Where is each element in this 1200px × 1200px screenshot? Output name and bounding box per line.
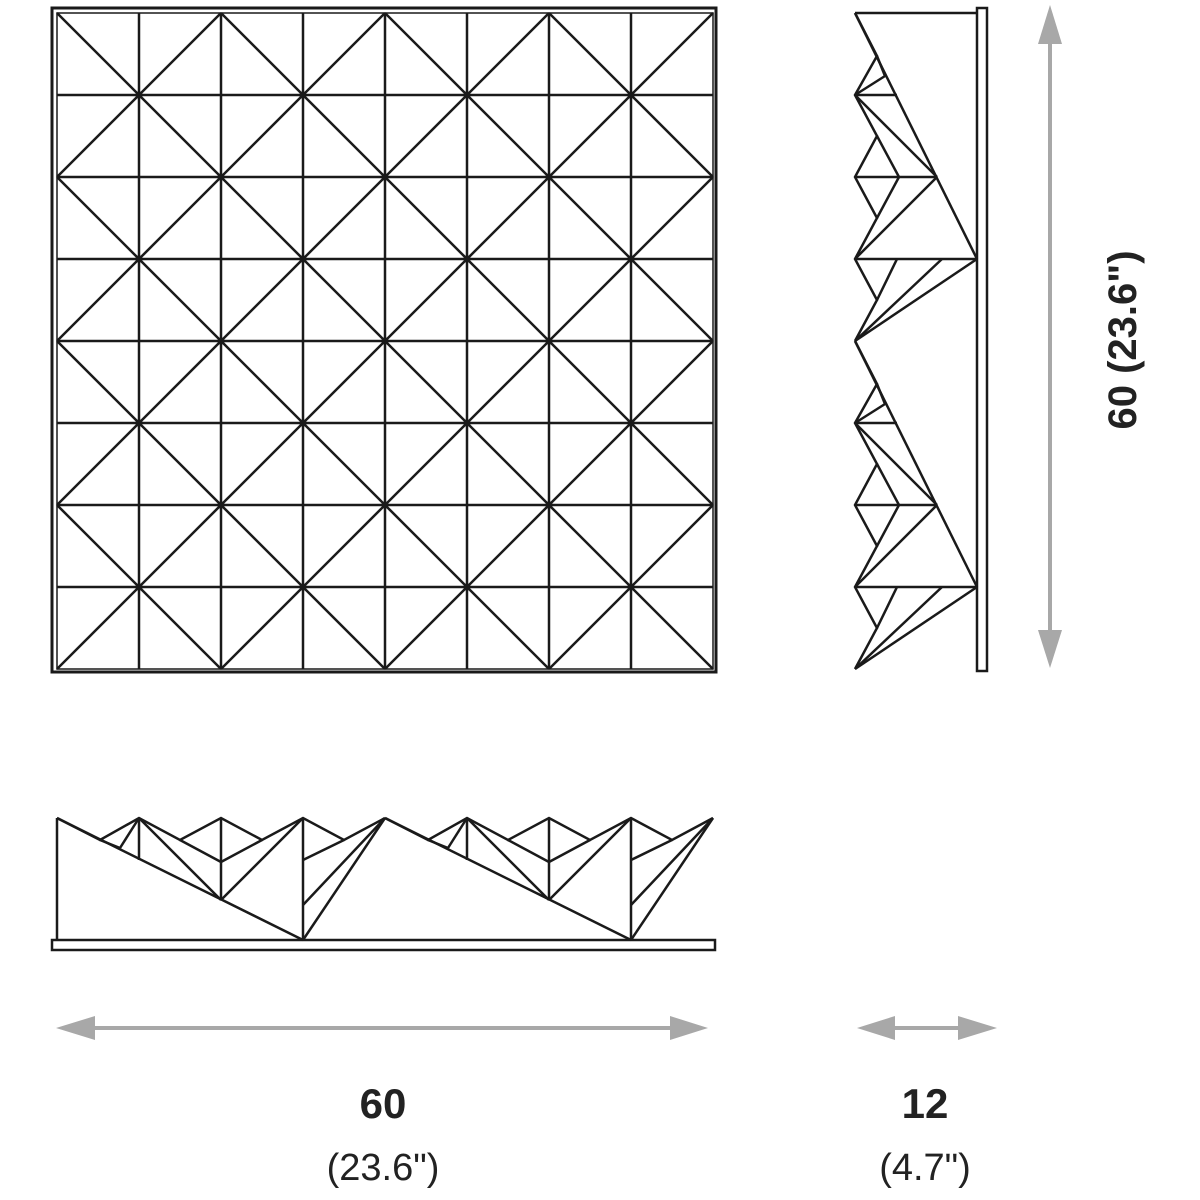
facet-line — [854, 176, 938, 260]
facet-line — [138, 817, 222, 901]
vertex-dot — [135, 583, 143, 591]
facet-line — [302, 817, 386, 906]
facet-line — [220, 817, 304, 901]
facet-line — [854, 585, 978, 671]
bottom-view — [50, 816, 717, 952]
vertex-dot — [217, 173, 225, 181]
vertex-dot — [627, 583, 635, 591]
arrowhead-down — [1038, 630, 1062, 668]
vertex-dot — [463, 255, 471, 263]
vertex-dot — [627, 91, 635, 99]
vertex-dot — [463, 583, 471, 591]
facet-line — [854, 504, 938, 588]
vertex-dot — [545, 337, 553, 345]
depth-value: 12 — [902, 1080, 949, 1127]
facet-line — [875, 176, 901, 219]
facet-line — [548, 838, 591, 864]
vertex-dot — [217, 337, 225, 345]
vertex-dot — [545, 173, 553, 181]
width-inches: (23.6") — [327, 1147, 440, 1189]
depth-inches: (4.7") — [879, 1147, 971, 1189]
ridge-line — [853, 340, 979, 588]
facet-line — [629, 817, 715, 941]
panel-frame — [50, 6, 718, 674]
vertex-dot — [135, 255, 143, 263]
facet-line — [854, 258, 943, 342]
facet-line — [854, 257, 978, 343]
arrowhead-left — [56, 1016, 95, 1040]
dimension-arrows — [56, 5, 1062, 1040]
vertex-dot — [381, 337, 389, 345]
facet-line — [875, 55, 887, 77]
facet-line — [854, 586, 943, 670]
facet-line — [630, 838, 673, 862]
arrowhead-up — [1038, 5, 1062, 44]
facet-line — [220, 838, 263, 864]
vertex-dot — [135, 419, 143, 427]
vertex-dot — [381, 501, 389, 509]
facet-line — [854, 74, 886, 97]
facet-line — [118, 817, 141, 849]
facet-line — [301, 817, 387, 941]
facet-line — [302, 838, 345, 862]
base-plate — [50, 938, 717, 952]
vertex-dot — [299, 255, 307, 263]
ridge-line — [853, 12, 979, 260]
vertex-dot — [381, 173, 389, 181]
height-label: 60 (23.6") — [1101, 250, 1145, 429]
width-value: 60 — [360, 1080, 407, 1127]
arrowhead-left — [857, 1016, 895, 1040]
base-plate — [975, 6, 989, 673]
facet-line — [875, 586, 899, 629]
facet-line — [630, 817, 714, 906]
ridge-line — [56, 816, 304, 942]
facet-line — [875, 135, 901, 178]
arrowhead-right — [670, 1016, 708, 1040]
facet-line — [99, 838, 121, 850]
facet-line — [875, 504, 901, 547]
vertex-dot — [217, 501, 225, 509]
vertex-dot — [299, 583, 307, 591]
vertex-dot — [627, 255, 635, 263]
facet-line — [446, 817, 469, 849]
vertex-dot — [545, 501, 553, 509]
facet-line — [875, 463, 901, 506]
facet-line — [875, 258, 899, 301]
facet-line — [466, 817, 550, 901]
facet-line — [548, 817, 632, 901]
facet-line — [854, 422, 938, 506]
facet-line — [507, 838, 550, 864]
facet-line — [854, 402, 886, 425]
vertex-dot — [299, 419, 307, 427]
front-view — [50, 6, 718, 674]
side-view — [853, 6, 989, 673]
vertex-dot — [463, 91, 471, 99]
facet-line — [427, 838, 449, 850]
ridge-line — [384, 816, 632, 942]
vertex-dot — [299, 91, 307, 99]
vertex-dot — [135, 91, 143, 99]
facet-line — [179, 838, 222, 864]
vertex-dot — [627, 419, 635, 427]
vertex-dot — [463, 419, 471, 427]
arrowhead-right — [958, 1016, 997, 1040]
facet-line — [875, 383, 887, 405]
facet-line — [854, 94, 938, 178]
